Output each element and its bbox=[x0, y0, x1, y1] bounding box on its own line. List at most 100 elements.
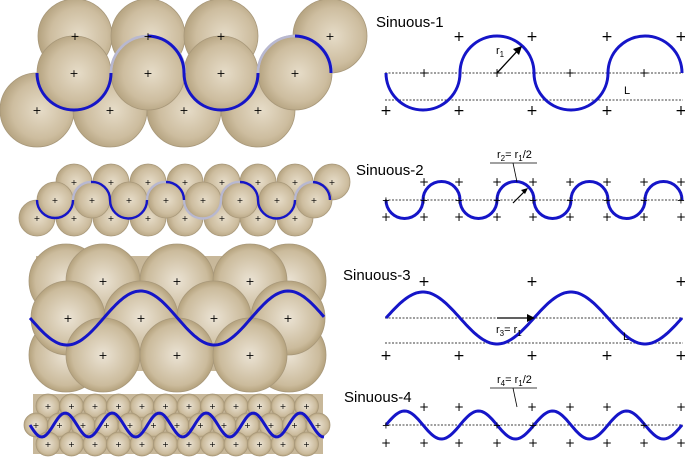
plus-icon: + bbox=[280, 440, 287, 449]
hidden-path-arc bbox=[293, 180, 314, 201]
plus-icon: + bbox=[565, 66, 575, 80]
packing-path bbox=[28, 411, 325, 439]
sinuous-3-title: Sinuous-3 bbox=[343, 267, 411, 284]
hidden-path-arc bbox=[256, 34, 296, 74]
plus-icon: + bbox=[221, 421, 228, 430]
hidden-path-arc bbox=[219, 180, 241, 201]
plus-icon: + bbox=[172, 349, 181, 362]
plus-icon: + bbox=[255, 214, 262, 223]
plus-icon: + bbox=[143, 67, 152, 80]
plus-icon: + bbox=[493, 196, 501, 207]
plus-icon: + bbox=[216, 67, 225, 80]
plus-icon: + bbox=[675, 29, 685, 45]
plus-icon: + bbox=[382, 421, 390, 432]
plus-icon: + bbox=[126, 196, 133, 205]
plus-icon: + bbox=[454, 400, 464, 414]
plus-icon: + bbox=[216, 30, 225, 43]
plus-icon: + bbox=[453, 348, 465, 364]
plus-icon: + bbox=[136, 312, 145, 325]
plus-icon: + bbox=[675, 348, 685, 364]
plus-icon: + bbox=[45, 402, 52, 411]
plus-icon: + bbox=[200, 196, 207, 205]
plus-icon: + bbox=[145, 178, 152, 187]
plus-icon: + bbox=[256, 440, 263, 449]
packing-path bbox=[182, 72, 260, 112]
plus-icon: + bbox=[33, 421, 40, 430]
sphere-packing-4: +++++++++++++++++++++++++++++++++++++ bbox=[23, 393, 331, 457]
plus-icon: + bbox=[565, 210, 575, 224]
plus-icon: + bbox=[381, 436, 391, 450]
plus-icon: + bbox=[526, 103, 538, 119]
plus-icon: + bbox=[70, 30, 79, 43]
length-label-1: L bbox=[624, 85, 630, 97]
plus-icon: + bbox=[56, 421, 63, 430]
plus-icon: + bbox=[105, 104, 114, 117]
plus-icon: + bbox=[209, 402, 216, 411]
plus-icon: + bbox=[139, 440, 146, 449]
plus-icon: + bbox=[186, 402, 193, 411]
sinuous-path bbox=[384, 409, 684, 441]
plus-icon: + bbox=[182, 178, 189, 187]
sphere bbox=[305, 412, 331, 438]
plus-icon: + bbox=[454, 210, 464, 224]
sphere-packing-panels: + + + + + + + + + + + + + + + + + + + + + + + + + + + + + + + + + + + + + + + +… bbox=[0, 0, 368, 457]
arrow-head bbox=[527, 314, 535, 322]
plus-icon: + bbox=[233, 402, 240, 411]
plus-icon: + bbox=[163, 196, 170, 205]
plus-icon: + bbox=[419, 175, 429, 189]
radius-label-4: r4= r1/2 bbox=[497, 374, 532, 388]
plus-icon: + bbox=[197, 421, 204, 430]
plus-icon: + bbox=[280, 402, 287, 411]
plus-icon: + bbox=[419, 436, 429, 450]
plus-icon: + bbox=[63, 312, 72, 325]
packing-path bbox=[147, 34, 186, 74]
plus-icon: + bbox=[677, 196, 685, 207]
plus-icon: + bbox=[290, 67, 299, 80]
plus-icon: + bbox=[419, 400, 429, 414]
sinuous-2-title: Sinuous-2 bbox=[356, 162, 424, 179]
plus-icon: + bbox=[382, 196, 390, 207]
plus-icon: + bbox=[381, 210, 391, 224]
plus-icon: + bbox=[32, 104, 41, 117]
profile-1: +++++++++++++ bbox=[380, 29, 685, 119]
plus-icon: + bbox=[528, 436, 538, 450]
plus-icon: + bbox=[127, 421, 134, 430]
plus-icon: + bbox=[454, 175, 464, 189]
plus-icon: + bbox=[98, 275, 107, 288]
plus-icon: + bbox=[115, 402, 122, 411]
plus-icon: + bbox=[69, 67, 78, 80]
plus-icon: + bbox=[115, 440, 122, 449]
plus-icon: + bbox=[303, 440, 310, 449]
plus-icon: + bbox=[186, 440, 193, 449]
plus-icon: + bbox=[34, 214, 41, 223]
plus-icon: + bbox=[245, 349, 254, 362]
plus-icon: + bbox=[315, 421, 322, 430]
sinuous-1-title: Sinuous-1 bbox=[376, 14, 444, 31]
plus-icon: + bbox=[639, 175, 649, 189]
plus-icon: + bbox=[68, 440, 75, 449]
plus-icon: + bbox=[303, 402, 310, 411]
plus-icon: + bbox=[565, 175, 575, 189]
plus-icon: + bbox=[209, 312, 218, 325]
sinuous-path bbox=[384, 34, 684, 112]
label-leader bbox=[512, 387, 518, 408]
plus-icon: + bbox=[292, 178, 299, 187]
profile-3: ++++++++ bbox=[380, 274, 685, 364]
plus-icon: + bbox=[283, 312, 292, 325]
plus-icon: + bbox=[675, 274, 685, 290]
length-label-3: L bbox=[623, 331, 629, 343]
packing-path bbox=[239, 180, 260, 201]
packing-path bbox=[28, 289, 326, 347]
plus-icon: + bbox=[601, 29, 613, 45]
plus-icon: + bbox=[380, 103, 392, 119]
plus-icon: + bbox=[492, 436, 502, 450]
plus-icon: + bbox=[52, 196, 59, 205]
plus-icon: + bbox=[89, 196, 96, 205]
plus-icon: + bbox=[639, 210, 649, 224]
plus-icon: + bbox=[92, 440, 99, 449]
plus-icon: + bbox=[639, 436, 649, 450]
plus-icon: + bbox=[150, 421, 157, 430]
sinuous-path bbox=[384, 180, 684, 220]
plus-icon: + bbox=[274, 196, 281, 205]
